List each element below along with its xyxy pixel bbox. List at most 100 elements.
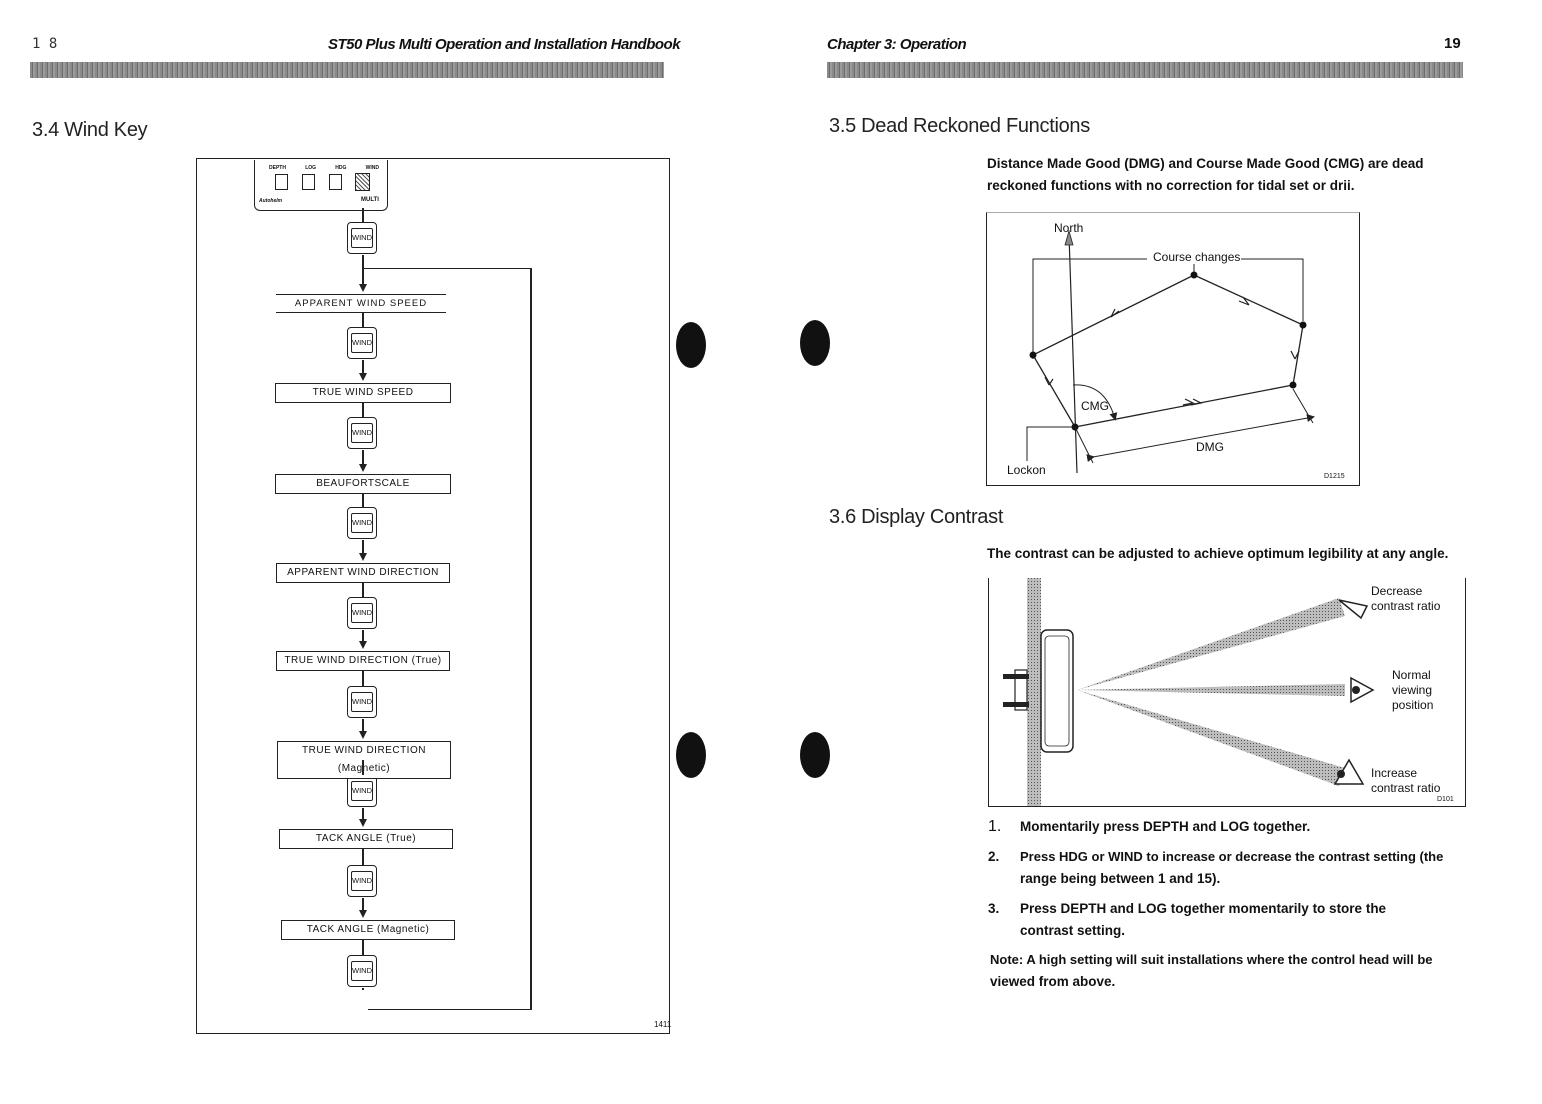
flow-connector — [362, 540, 364, 555]
normal-beam — [1077, 684, 1345, 696]
bulkhead — [1027, 578, 1041, 806]
flow-connector — [362, 255, 364, 286]
brand-logo: Autohelm — [259, 198, 283, 204]
flow-step-label: BEAUFORTSCALE — [275, 474, 451, 494]
wind-key-press: WIND — [347, 327, 377, 359]
chapter-title: Chapter 3: Operation — [827, 36, 967, 53]
flow-connector — [362, 988, 364, 990]
wind-key-label: WIND — [351, 692, 373, 712]
north-arrow — [1064, 229, 1074, 246]
flow-arrow — [359, 641, 367, 649]
increase-label-line1: Increase — [1371, 766, 1418, 780]
flow-step-label: TRUE WIND SPEED — [275, 383, 451, 403]
waypoint — [1190, 271, 1198, 279]
flow-arrow — [359, 731, 367, 739]
section-3-5-text: Distance Made Good (DMG) and Course Made… — [987, 156, 1424, 193]
dmg-diagram-ref: D1215 — [1324, 473, 1345, 480]
flow-connector — [362, 630, 364, 643]
hdg-key-label: HDG — [335, 165, 347, 171]
flow-connector — [362, 848, 364, 865]
wind-key-label: WIND — [351, 871, 373, 891]
flow-connector — [362, 450, 364, 466]
section-3-6-intro: The contrast can be adjusted to achieve … — [987, 546, 1449, 561]
wind-key-press: WIND — [347, 507, 377, 539]
flow-connector — [362, 670, 364, 686]
step-text: Momentarily press DEPTH and LOG together… — [1020, 819, 1311, 834]
flow-step-label: TRUE WIND DIRECTION (True) — [276, 651, 450, 671]
normal-label-line3: position — [1392, 698, 1434, 712]
note-line-1: Note: A high setting will suit installat… — [990, 952, 1433, 967]
increase-label: Increase contrast ratio — [1371, 766, 1440, 796]
course-changes-label: Course changes — [1153, 250, 1241, 264]
wind-key-press: WIND — [347, 222, 377, 254]
dmg-diagram: North Course changes CMG DMG Lockon D121… — [986, 212, 1360, 486]
contrast-diagram-ref: D101 — [1437, 796, 1454, 803]
flow-connector — [362, 493, 364, 507]
wind-key-highlighted — [355, 173, 370, 191]
left-header-bar — [30, 62, 664, 78]
course-changes-bracket-right — [1241, 258, 1304, 321]
wind-key-label: WIND — [351, 228, 373, 248]
log-key-label: LOG — [305, 165, 317, 171]
course-track — [1032, 274, 1304, 428]
section-3-5-title: 3.5 Dead Reckoned Functions — [829, 115, 1090, 137]
wind-key-press: WIND — [347, 597, 377, 629]
flow-connector — [362, 208, 364, 222]
key-labels-row: DEPTH LOG HDG WIND — [269, 165, 379, 171]
note-line-2: viewed from above. — [990, 974, 1116, 989]
hdg-key — [329, 174, 342, 190]
left-running-title: ST50 Plus Multi Operation and Installati… — [328, 36, 681, 53]
decrease-label: Decrease contrast ratio — [1371, 584, 1440, 614]
increase-beam — [1077, 690, 1345, 786]
wind-key-label: WIND — [351, 423, 373, 443]
dmg-diagram-svg — [1026, 229, 1315, 474]
step-text-line2: range being between 1 and 15). — [1020, 871, 1221, 886]
waypoint — [1299, 321, 1307, 329]
flow-step-label: TRUE WIND DIRECTION (Magnetic) — [277, 741, 451, 779]
flow-connector — [362, 402, 364, 417]
contrast-diagram-svg — [1003, 578, 1375, 806]
figure-ref-left: 1411 — [654, 1020, 672, 1029]
flow-connector — [362, 360, 364, 375]
mounting-stud — [1003, 702, 1029, 707]
binding-hole-2 — [800, 320, 830, 366]
flow-connector — [362, 760, 364, 775]
flow-step-label: APPARENT WIND SPEED — [276, 294, 446, 313]
step-number: 1. — [988, 818, 1002, 835]
binding-hole-4 — [800, 732, 830, 778]
wind-key-label: WIND — [365, 165, 379, 171]
decrease-label-line1: Decrease — [1371, 584, 1423, 598]
right-header-bar — [827, 62, 1463, 78]
wind-key-figure-frame — [196, 158, 670, 1034]
flow-step-label: TACK ANGLE (True) — [279, 829, 453, 849]
cmg-label: CMG — [1081, 399, 1109, 413]
flow-arrow — [359, 553, 367, 561]
right-page-number: 19 — [1444, 35, 1461, 52]
flow-connector — [362, 719, 364, 733]
flow-connector — [362, 582, 364, 597]
waypoint — [1029, 351, 1037, 359]
wind-key-press: WIND — [347, 775, 377, 807]
dmg-line — [1086, 414, 1315, 463]
cmg-arc — [1072, 384, 1118, 421]
flow-arrow — [359, 284, 367, 292]
section-3-6-title: 3.6 Display Contrast — [829, 506, 1004, 528]
wind-key-label: WIND — [351, 781, 373, 801]
model-label: MULTI — [361, 197, 379, 203]
wind-key-label: WIND — [351, 513, 373, 533]
lockon-leader — [1026, 426, 1073, 461]
wind-key-press: WIND — [347, 955, 377, 987]
wind-key-label: WIND — [351, 333, 373, 353]
binding-hole-3 — [676, 732, 706, 778]
step-number: 3. — [988, 901, 1000, 916]
decrease-label-line2: contrast ratio — [1371, 599, 1441, 613]
step-text-line1: Press HDG or WIND to increase or decreas… — [1020, 849, 1444, 864]
flow-arrow — [359, 910, 367, 918]
flow-arrow — [359, 464, 367, 472]
north-label: North — [1054, 221, 1084, 235]
step-text-line2: contrast setting. — [1020, 923, 1126, 938]
north-line — [1068, 234, 1078, 474]
depth-key — [275, 174, 288, 190]
flow-connector — [362, 313, 364, 327]
wind-key-label: WIND — [351, 961, 373, 981]
